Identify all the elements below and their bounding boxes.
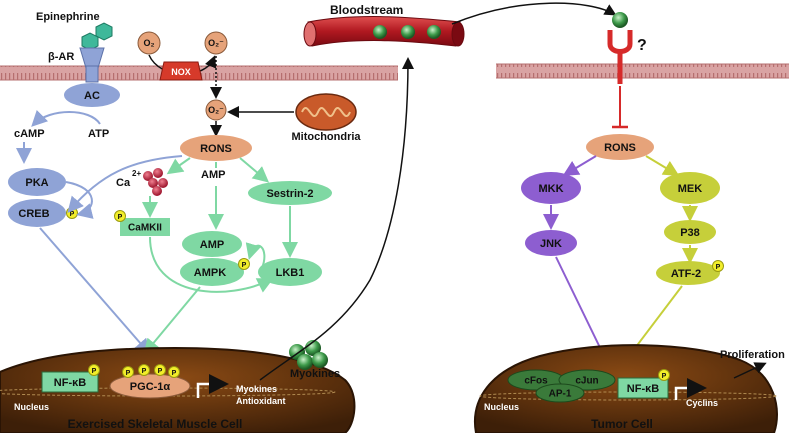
rons-left-label: RONS [200, 143, 232, 155]
epinephrine-molecule-icon-2 [81, 32, 99, 51]
right-nucleus-label: Nucleus [484, 402, 519, 412]
myokines-output-label: Myokines [236, 384, 277, 394]
nfkb-left-phospho-icon [88, 364, 100, 376]
nfkb-left-phospho-label: P [92, 368, 97, 375]
p38-label: P38 [680, 227, 700, 239]
mkk-node [521, 172, 581, 204]
left-nucleus-label: Nucleus [14, 402, 49, 412]
o2-molecule-icon [137, 31, 161, 55]
nfkb-right-phospho-label: P [662, 373, 667, 380]
camp-label: cAMP [14, 128, 45, 140]
jnk-node [525, 230, 577, 256]
ampk-label: AMPK [194, 267, 226, 279]
ap1-node [535, 383, 585, 403]
ac-label: AC [84, 90, 100, 102]
ampk-phospho-icon [238, 258, 250, 270]
lkb1-node [258, 258, 322, 286]
beta-ar-label: β-AR [48, 51, 74, 63]
ampk-node [180, 258, 244, 286]
atf2-phospho-icon [712, 260, 724, 272]
pgc-phospho-label-1: P [126, 370, 131, 377]
superoxide-inner-icon [205, 99, 227, 121]
creb-label: CREB [18, 208, 49, 220]
cjun-label: cJun [575, 376, 598, 387]
cfos-label: cFos [524, 376, 548, 387]
atf2-phospho-label: P [716, 264, 721, 271]
myokine-particle-icon [612, 12, 628, 28]
amp-text-label: AMP [201, 169, 225, 181]
pgc-label: PGC-1α [130, 381, 171, 393]
pgc-phospho-label-3: P [158, 368, 163, 375]
mitochondria-label: Mitochondria [291, 131, 361, 143]
pgc-phospho-label-2: P [142, 368, 147, 375]
camkii-node [120, 218, 170, 236]
sestrin-label: Sestrin-2 [266, 188, 313, 200]
nox-label: NOX [171, 67, 191, 77]
o2-label: O₂ [144, 38, 155, 48]
ac-node [64, 83, 120, 107]
calcium-charge-label: 2+ [132, 169, 141, 178]
creb-phospho-label: P [70, 211, 75, 218]
nfkb-right-label: NF-κB [627, 383, 659, 395]
creb-node [8, 199, 66, 227]
nfkb-right-node [617, 377, 669, 399]
calcium-label: Ca [116, 177, 131, 189]
right-cell-membrane [496, 64, 789, 78]
superoxide-label: O₂⁻ [208, 38, 224, 48]
camkii-phospho-icon [114, 210, 126, 222]
atf2-node [656, 261, 720, 285]
camkii-phospho-label: P [118, 214, 123, 221]
ap1-label: AP-1 [549, 389, 572, 400]
unknown-receptor-label: ? [637, 37, 647, 54]
beta-ar-receptor-icon [79, 47, 105, 69]
nfkb-right-phospho-icon [658, 369, 670, 381]
p38-node [664, 220, 716, 244]
mek-label: MEK [678, 183, 703, 195]
rons-right-node [586, 134, 654, 160]
rons-left-node [180, 135, 252, 161]
amp-node [182, 231, 242, 257]
cyclins-label: Cyclins [686, 398, 718, 408]
ampk-phospho-label: P [242, 262, 247, 269]
pka-node [8, 168, 66, 196]
blood-vessel-icon [303, 16, 465, 47]
nfkb-left-node [41, 371, 99, 393]
superoxide-icon [204, 31, 228, 55]
epinephrine-label: Epinephrine [36, 11, 100, 23]
superoxide-inner-label: O₂⁻ [208, 105, 224, 115]
amp-node-label: AMP [200, 239, 224, 251]
pka-label: PKA [25, 177, 48, 189]
calcium-ions-icon [143, 168, 168, 196]
jnk-label: JNK [540, 238, 562, 250]
bloodstream-label: Bloodstream [330, 3, 403, 17]
left-cell-caption: Exercised Skeletal Muscle Cell [68, 417, 243, 431]
rons-right-label: RONS [604, 142, 636, 154]
lkb1-label: LKB1 [276, 267, 305, 279]
pgc-phospho-icons [122, 364, 180, 378]
mkk-label: MKK [538, 183, 563, 195]
proliferation-label: Proliferation [720, 349, 785, 361]
camkii-label: CaMKII [128, 223, 162, 234]
right-cell-caption: Tumor Cell [591, 417, 653, 431]
pgc-phospho-label-4: P [172, 370, 177, 377]
atf2-label: ATF-2 [671, 268, 701, 280]
sestrin-node [248, 181, 332, 205]
nox-enzyme-icon [159, 61, 203, 81]
atp-label: ATP [88, 128, 109, 140]
putative-receptor-icon [607, 30, 633, 84]
mek-node [660, 172, 720, 204]
antioxidant-label: Antioxidant [236, 396, 286, 406]
myokines-label: Myokines [290, 368, 340, 380]
pgc-node [109, 373, 191, 399]
nfkb-left-label: NF-κB [54, 377, 86, 389]
